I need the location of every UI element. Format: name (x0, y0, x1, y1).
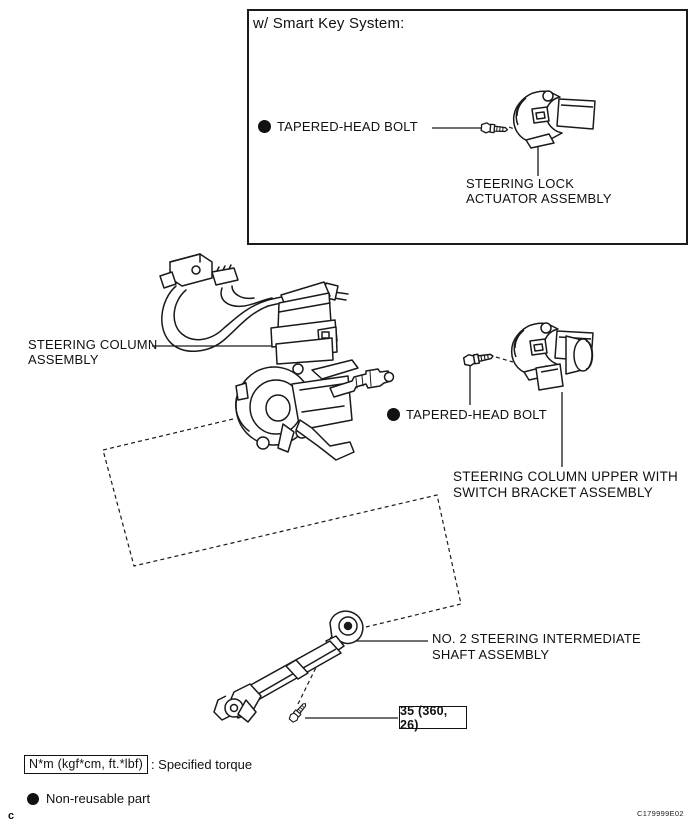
inset-title: w/ Smart Key System: (253, 15, 405, 32)
main-bolt-label: TAPERED-HEAD BOLT (387, 407, 547, 422)
shaft-label-line2: SHAFT ASSEMBLY (432, 647, 550, 662)
torque-caption: : Specified torque (150, 757, 253, 772)
main-bolt-label-text: TAPERED-HEAD BOLT (406, 407, 547, 422)
smart-key-inset-box (247, 9, 688, 245)
non-reusable-bullet-icon (387, 408, 400, 421)
non-reusable-bullet-icon (27, 792, 39, 805)
intermediate-shaft-drawing (213, 610, 364, 723)
legend-torque: N*m (kgf*cm, ft.*lbf) : Specified torque (24, 755, 252, 774)
intermediate-shaft-label: NO. 2 STEERING INTERMEDIATE SHAFT ASSEMB… (432, 631, 641, 663)
torque-spec-box: 35 (360, 26) (399, 703, 467, 732)
actuator-label-line1: STEERING LOCK (466, 176, 575, 191)
shaft-label-line1: NO. 2 STEERING INTERMEDIATE (432, 631, 641, 646)
steering-lock-actuator-label: STEERING LOCK ACTUATOR ASSEMBLY (466, 176, 612, 206)
torque-unit-box: N*m (kgf*cm, ft.*lbf) (24, 755, 148, 774)
inset-bolt-label-text: TAPERED-HEAD BOLT (277, 119, 418, 134)
column-upper-label: STEERING COLUMN UPPER WITH SWITCH BRACKE… (453, 469, 678, 501)
actuator-label-line2: ACTUATOR ASSEMBLY (466, 191, 612, 206)
tapered-head-bolt-drawing (462, 349, 495, 368)
inset-bolt-label: TAPERED-HEAD BOLT (258, 119, 418, 134)
torque-spec-value: 35 (360, 26) (400, 703, 448, 732)
footer-marker: c (8, 810, 15, 822)
figure-code: C179999E02 (637, 809, 684, 818)
column-label-line2: ASSEMBLY (28, 352, 99, 367)
non-reusable-bullet-icon (258, 120, 271, 133)
column-upper-label-line1: STEERING COLUMN UPPER WITH (453, 469, 678, 484)
steering-column-upper-drawing (510, 322, 594, 391)
column-label-line1: STEERING COLUMN (28, 337, 158, 352)
dashed-alignment-lines (102, 126, 518, 705)
steering-column-assembly-drawing (159, 253, 395, 461)
legend-non-reusable: Non-reusable part (27, 791, 150, 806)
non-reusable-caption: Non-reusable part (46, 791, 151, 806)
torque-bolt-drawing (287, 700, 310, 724)
column-upper-label-line2: SWITCH BRACKET ASSEMBLY (453, 485, 653, 500)
steering-column-label: STEERING COLUMN ASSEMBLY (28, 337, 157, 367)
